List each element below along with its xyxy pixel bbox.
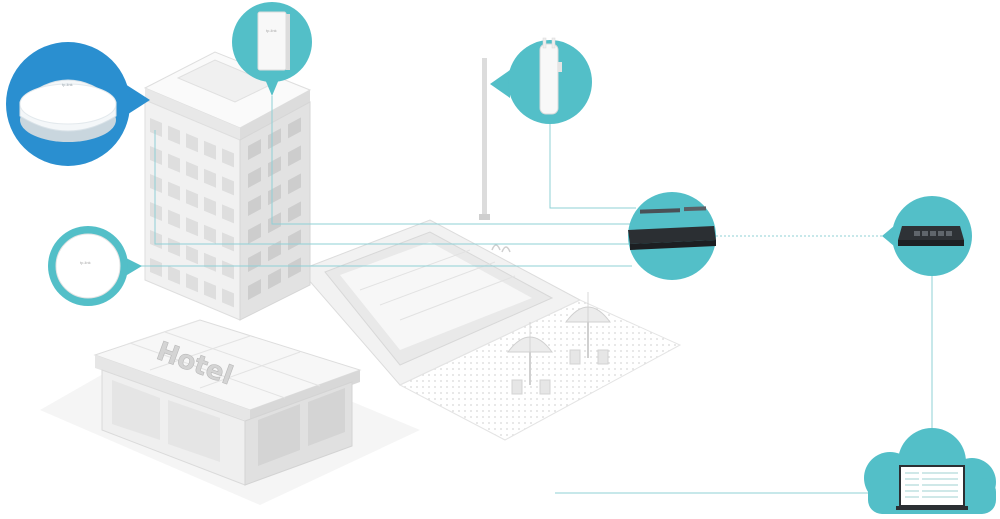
tower-window <box>248 195 261 216</box>
cloud-controller-icon <box>864 428 996 514</box>
tower-window <box>204 196 216 216</box>
poe-switch-icon <box>628 206 716 250</box>
tower-window <box>168 209 180 229</box>
tower-window <box>150 258 162 277</box>
wall-plate-access-point-icon: tp-link <box>257 11 290 71</box>
tower-window <box>268 268 281 290</box>
ceiling-access-point-callout[interactable]: tp-link <box>6 42 150 166</box>
tower-window <box>168 265 180 285</box>
pool-area <box>299 219 582 386</box>
connection-lines <box>140 96 933 494</box>
tower-window <box>186 133 198 153</box>
tower-window <box>186 189 198 209</box>
tower-window <box>268 184 281 206</box>
tower-window <box>222 148 234 168</box>
tower-window <box>222 232 234 252</box>
tower-window <box>186 245 198 265</box>
router-callout[interactable] <box>882 196 972 276</box>
tower-window <box>248 279 261 300</box>
tower-window <box>248 167 261 188</box>
tower-window <box>168 237 180 257</box>
tower-window <box>204 168 216 188</box>
tower-window <box>288 173 301 195</box>
outdoor-access-point-callout[interactable] <box>490 37 592 124</box>
tower-window <box>186 273 198 293</box>
tower-window <box>204 140 216 160</box>
outdoor-access-point-icon <box>539 37 562 115</box>
svg-text:tp-link: tp-link <box>62 82 73 87</box>
outdoor-pole <box>479 58 490 220</box>
tower-window <box>222 288 234 308</box>
tower-window <box>288 145 301 167</box>
router-icon <box>898 226 964 246</box>
tower-window <box>268 156 281 178</box>
tower-window <box>168 125 180 145</box>
tower-window <box>150 174 162 193</box>
tower-window <box>204 224 216 244</box>
tower-windows <box>150 117 301 308</box>
tower-window <box>150 118 162 137</box>
tower-window <box>168 153 180 173</box>
tower-window <box>288 229 301 251</box>
tower-window <box>150 202 162 221</box>
poe-switch-callout[interactable] <box>628 192 716 280</box>
tower-window <box>186 161 198 181</box>
ceiling-access-point-icon: tp-link <box>19 79 117 142</box>
line-ceiling-ap-to-switch <box>154 130 632 245</box>
tower-window <box>222 176 234 196</box>
hotel-lobby <box>93 319 362 486</box>
tower-window <box>268 128 281 150</box>
patio-umbrella <box>565 292 611 365</box>
in-wall-access-point-callout[interactable]: tp-link <box>48 226 142 306</box>
tower-window <box>288 257 301 279</box>
tower-window <box>288 201 301 223</box>
tower-window <box>204 252 216 272</box>
tower-window <box>248 139 261 160</box>
tower-window <box>268 240 281 262</box>
line-outdoor-ap-to-switch <box>549 120 636 209</box>
svg-text:tp-link: tp-link <box>266 28 277 33</box>
tower-window <box>288 117 301 139</box>
patio-area <box>398 299 682 441</box>
cloud-controller[interactable] <box>864 428 996 514</box>
in-wall-access-point-icon: tp-link <box>55 233 121 299</box>
tower-window <box>168 181 180 201</box>
svg-text:tp-link: tp-link <box>80 260 91 265</box>
patio-umbrella <box>507 322 553 395</box>
tower-window <box>222 204 234 224</box>
line-wall-ap-to-switch <box>271 96 640 225</box>
tower-window <box>222 260 234 280</box>
wall-plate-access-point-callout[interactable]: tp-link <box>232 2 312 96</box>
tower-window <box>268 212 281 234</box>
tower-window <box>204 280 216 300</box>
tower-window <box>248 251 261 272</box>
tower-window <box>248 223 261 244</box>
tower-window <box>186 217 198 237</box>
tower-window <box>150 146 162 165</box>
